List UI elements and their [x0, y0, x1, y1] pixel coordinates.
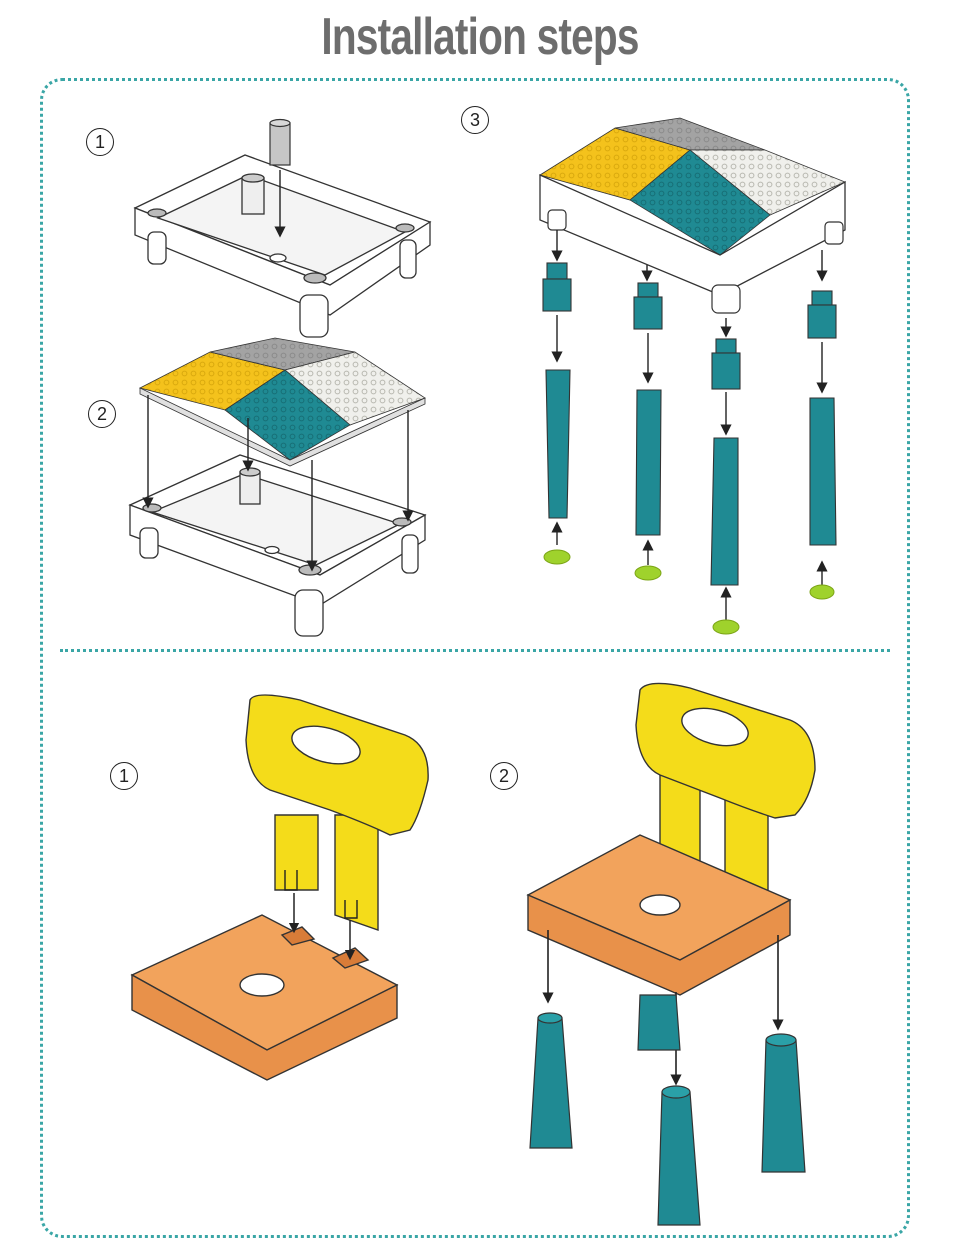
- page-title: Installation steps: [321, 8, 639, 66]
- tabletop-board-step2: [138, 337, 426, 467]
- table-step3-arrows: [551, 230, 828, 620]
- table-step-1-number: 1: [86, 128, 114, 156]
- table-frame-step1: [133, 154, 432, 338]
- chair-seat-step1: [130, 914, 399, 1081]
- chair-legs: [529, 994, 806, 1226]
- table-leg-connectors: [542, 262, 837, 390]
- table-legs: [545, 369, 837, 586]
- instructions-frame: [40, 78, 910, 1238]
- section-divider: [60, 649, 890, 652]
- table-frame-step2: [128, 454, 427, 637]
- table-post-piece: [269, 118, 291, 166]
- table-step-3-number: 3: [461, 106, 489, 134]
- chair-step-1-number: 1: [110, 762, 138, 790]
- chair-step-2-number: 2: [490, 762, 518, 790]
- table-assembled-top: [539, 117, 847, 314]
- table-step-2-number: 2: [88, 400, 116, 428]
- chair-backrest-step1: [245, 694, 429, 931]
- table-foot-pads: [543, 549, 835, 635]
- table-step2-arrows: [142, 395, 414, 572]
- chair-step1-arrows: [288, 893, 356, 961]
- chair-assembled-step2: [526, 682, 816, 996]
